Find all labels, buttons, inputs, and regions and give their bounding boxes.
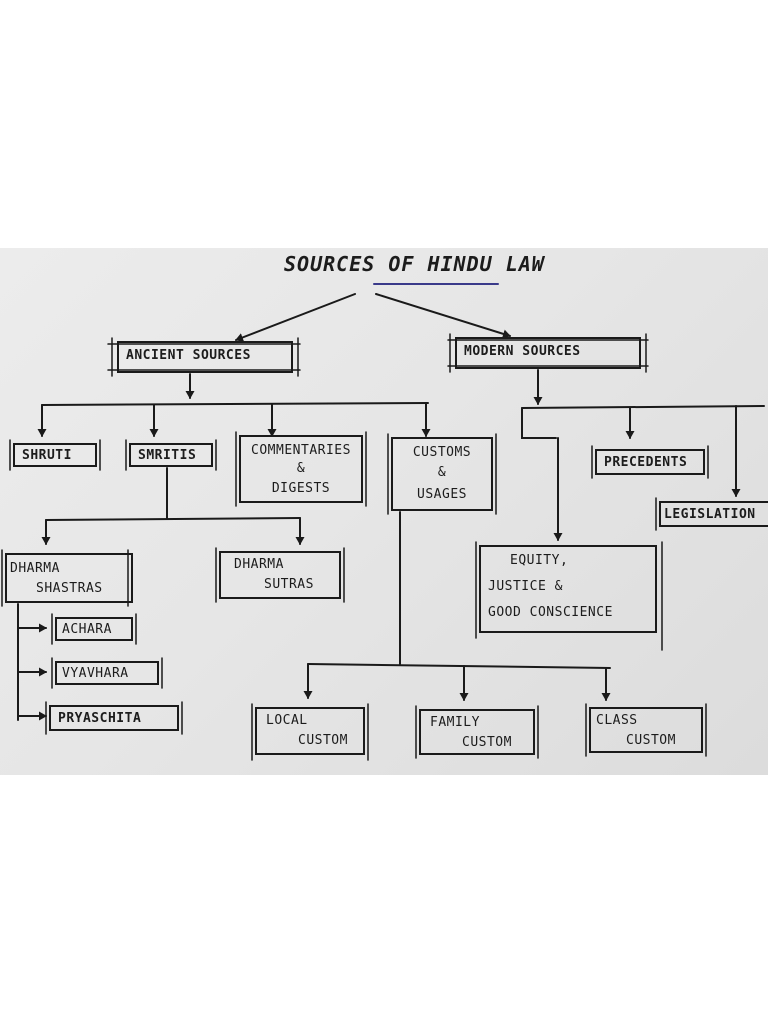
node-vyavhara: VYAVHARA xyxy=(62,666,129,681)
node-dharma-sutras-line2: SUTRAS xyxy=(264,577,314,592)
node-commentaries-amp: & xyxy=(296,461,306,476)
class-custom-box xyxy=(589,707,703,753)
node-smritis: SMRITIS xyxy=(138,448,197,463)
local-custom-box xyxy=(255,707,365,755)
node-customs-line1: CUSTOMS xyxy=(412,445,472,460)
customs-box xyxy=(391,437,493,511)
node-customs-line2: USAGES xyxy=(417,487,467,502)
arrow-to-ancient xyxy=(235,293,356,342)
equity-box xyxy=(479,545,657,633)
chart-title: SOURCES OF HINDU LAW xyxy=(284,252,545,276)
chart-paper: SOURCES OF HINDU LAW ANCIENT SOURCES MOD… xyxy=(0,248,768,775)
connector-layer xyxy=(1,283,768,761)
node-commentaries-line1: COMMENTARIES xyxy=(251,443,351,458)
node-equity-line2: JUSTICE & xyxy=(488,579,563,594)
node-modern-sources: MODERN SOURCES xyxy=(464,344,581,359)
node-class-custom-line1: CLASS xyxy=(596,713,638,728)
dharma-shastras-box xyxy=(5,553,133,603)
ancient-sources-box xyxy=(117,341,293,373)
precedents-box xyxy=(595,449,705,475)
node-equity-line1: EQUITY, xyxy=(510,553,569,568)
dharma-sutras-box xyxy=(219,551,341,599)
node-family-custom-line2: CUSTOM xyxy=(462,735,512,750)
modern-sources-box xyxy=(455,337,641,369)
achara-box xyxy=(55,617,133,641)
node-shruti: SHRUTI xyxy=(22,448,72,463)
node-dharma-shastras-line2: SHASTRAS xyxy=(36,581,103,596)
node-precedents: PRECEDENTS xyxy=(604,455,688,470)
node-dharma-sutras-line1: DHARMA xyxy=(234,557,284,572)
node-dharma-shastras-line1: DHARMA xyxy=(10,561,60,576)
pryaschita-box xyxy=(49,705,179,731)
node-local-custom-line1: LOCAL xyxy=(266,713,308,728)
node-commentaries-line2: DIGESTS xyxy=(271,481,331,496)
arrow-to-modern xyxy=(375,293,511,339)
node-family-custom-line1: FAMILY xyxy=(430,715,480,730)
legislation-box xyxy=(659,501,768,527)
smritis-box xyxy=(129,443,213,467)
family-custom-box xyxy=(419,709,535,755)
node-ancient-sources: ANCIENT SOURCES xyxy=(126,348,251,363)
commentaries-box xyxy=(239,435,363,503)
node-local-custom-line2: CUSTOM xyxy=(298,733,348,748)
node-equity-line3: GOOD CONSCIENCE xyxy=(488,605,613,620)
node-customs-amp: & xyxy=(437,465,447,480)
node-class-custom-line2: CUSTOM xyxy=(626,733,676,748)
node-legislation: LEGISLATION xyxy=(664,507,756,522)
node-achara: ACHARA xyxy=(62,622,112,637)
vyavhara-box xyxy=(55,661,159,685)
node-pryaschita: PRYASCHITA xyxy=(58,711,142,726)
shruti-box xyxy=(13,443,97,467)
